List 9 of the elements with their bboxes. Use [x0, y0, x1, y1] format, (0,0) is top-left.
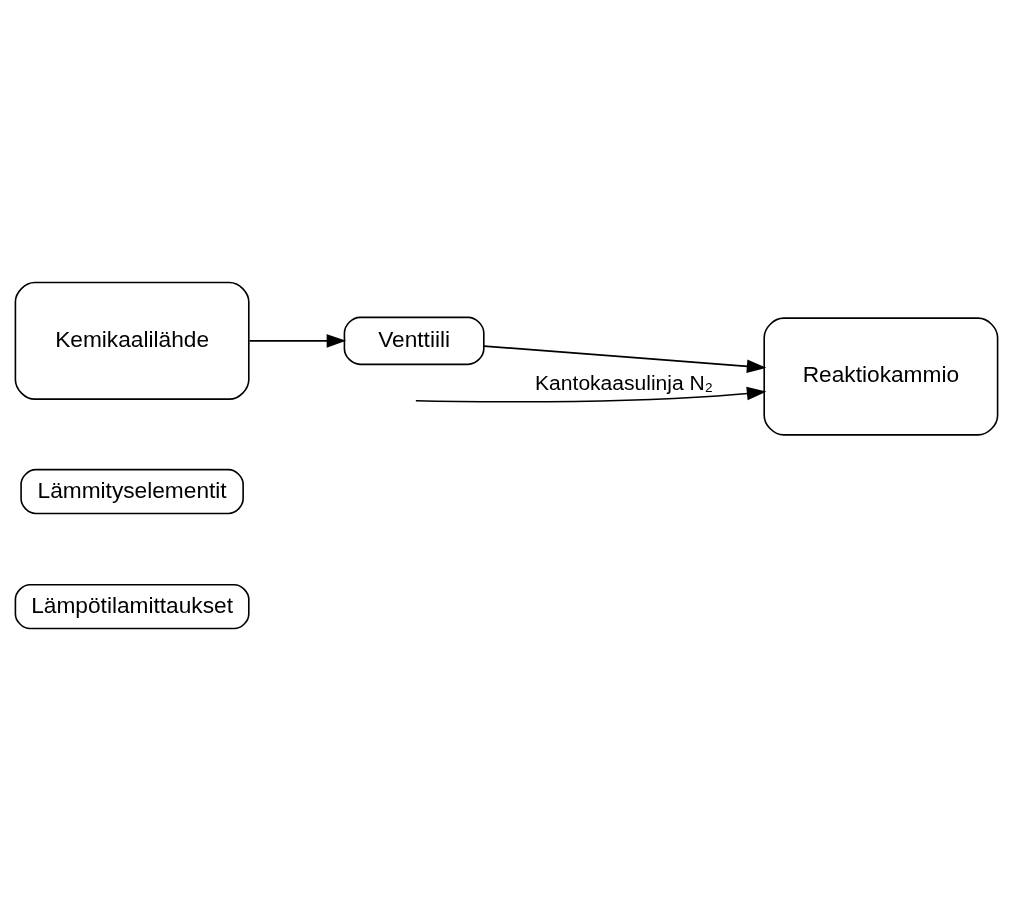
- arrow: [483, 345, 767, 374]
- arrow: [415, 386, 767, 403]
- arrow: [248, 334, 347, 348]
- node-box: Kemikaalilähde: [14, 281, 250, 400]
- node-box: Venttiili: [343, 316, 485, 366]
- node-box: Reaktiokammio: [763, 317, 999, 436]
- edge-label: Kantokaasulinja N₂: [535, 371, 713, 395]
- node-box: Lämmityselementit: [20, 468, 244, 515]
- node-box: Lämpötilamittaukset: [14, 583, 250, 630]
